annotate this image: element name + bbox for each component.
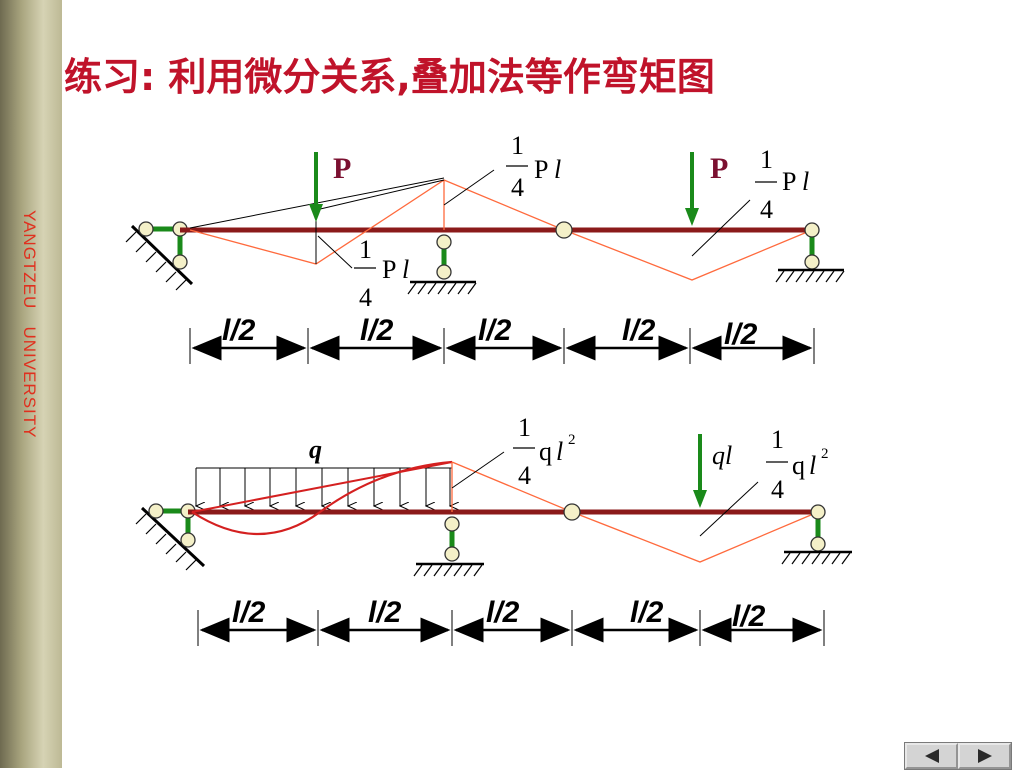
slide-navigation (904, 742, 1012, 770)
top-moment-label-left: 1 4 P l (317, 235, 409, 312)
top-diagram: P P 1 4 P l 1 4 P l 1 4 (125, 131, 845, 364)
svg-text:4: 4 (359, 283, 372, 312)
top-moment-label-mid: 1 4 P l (443, 131, 561, 206)
svg-text:1: 1 (518, 413, 531, 442)
bottom-dim-label-2: l/2 (368, 596, 402, 629)
top-dim-label-5: l/2 (724, 318, 758, 351)
bottom-left-wall-support (135, 503, 206, 571)
bottom-dim-label-1: l/2 (232, 596, 266, 629)
svg-text:q: q (539, 437, 552, 466)
svg-text:l: l (809, 451, 816, 480)
svg-text:q: q (792, 451, 805, 480)
next-slide-button[interactable] (958, 743, 1011, 769)
triangle-right-icon (977, 749, 992, 763)
svg-text:l: l (554, 155, 561, 184)
svg-text:2: 2 (568, 432, 576, 448)
bottom-hinge (563, 503, 581, 521)
svg-text:l: l (402, 255, 409, 284)
top-load-right-arrow (685, 152, 699, 226)
bottom-point-load-label: ql (712, 441, 732, 470)
slide-title: 练习: 利用微分关系,叠加法等作弯矩图 (64, 55, 715, 99)
top-dimension-line (189, 328, 815, 364)
svg-text:4: 4 (518, 461, 531, 490)
bottom-right-support (781, 504, 852, 565)
top-dim-label-3: l/2 (478, 314, 512, 347)
top-load-left-label: P (333, 152, 351, 185)
bottom-point-load-arrow (693, 434, 707, 508)
top-middle-support (407, 234, 477, 295)
bottom-distributed-load-label: q (309, 435, 322, 464)
svg-text:1: 1 (359, 235, 372, 264)
bottom-dimension-line (197, 610, 825, 646)
top-right-support (775, 222, 845, 283)
svg-text:1: 1 (511, 131, 524, 160)
bottom-middle-support (413, 516, 484, 577)
top-dim-label-4: l/2 (622, 314, 656, 347)
top-load-left-arrow (309, 152, 323, 222)
bottom-moment-diagram (191, 460, 819, 563)
svg-text:4: 4 (760, 195, 773, 224)
bottom-moment-label-right: 1 4 q l 2 (699, 425, 829, 537)
top-dim-label-2: l/2 (360, 314, 394, 347)
top-dim-label-1: l/2 (222, 314, 256, 347)
svg-text:l: l (802, 167, 809, 196)
svg-text:P: P (382, 255, 396, 284)
top-hinge (555, 221, 573, 239)
svg-text:l: l (556, 437, 563, 466)
prev-slide-button[interactable] (905, 743, 958, 769)
triangle-left-icon (924, 749, 939, 763)
svg-text:2: 2 (821, 446, 829, 462)
bottom-diagram: q (135, 413, 852, 646)
bottom-dim-label-3: l/2 (486, 596, 520, 629)
sidebar-band: YANGTZEU UNIVERSITY (0, 0, 62, 768)
svg-text:P: P (534, 155, 548, 184)
top-moment-label-right: 1 4 P l (691, 145, 809, 257)
svg-text:4: 4 (771, 475, 784, 504)
svg-text:1: 1 (771, 425, 784, 454)
bottom-moment-label-mid: 1 4 q l 2 (451, 413, 576, 490)
svg-text:1: 1 (760, 145, 773, 174)
svg-text:4: 4 (511, 173, 524, 202)
top-load-right-label: P (710, 152, 728, 185)
svg-text:P: P (782, 167, 796, 196)
bottom-dim-label-4: l/2 (630, 596, 664, 629)
bottom-dim-label-5: l/2 (732, 600, 766, 633)
bottom-distributed-load (196, 467, 452, 506)
university-label: YANGTZEU UNIVERSITY (20, 210, 39, 439)
